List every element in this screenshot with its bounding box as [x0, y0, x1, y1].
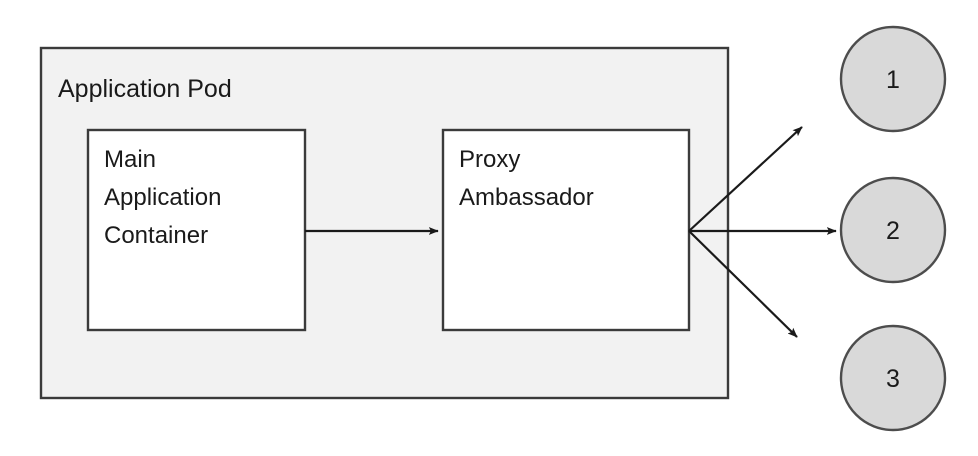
node-2-circle[interactable]: [839, 176, 947, 284]
application-pod-label: Application Pod: [58, 75, 232, 103]
edge-proxy-to-node-3-arrow: [688, 230, 798, 338]
node-3-circle[interactable]: [839, 324, 947, 432]
node-2-label: 2: [886, 217, 900, 245]
node-1-label: 1: [886, 66, 900, 94]
node-3-label: 3: [886, 365, 900, 393]
node-1-group[interactable]: 1: [839, 25, 947, 133]
edges-group: [305, 126, 837, 338]
proxy-ambassador-container-group[interactable]: Proxy Ambassador: [441, 128, 691, 332]
main-application-container-label-line-3: Container: [104, 222, 208, 249]
main-application-container-label-line-1: Main: [104, 146, 156, 173]
external-nodes-group: 1 2 3: [839, 25, 947, 432]
proxy-ambassador-container-rect[interactable]: [441, 128, 691, 332]
node-2-group[interactable]: 2: [839, 176, 947, 284]
edge-proxy-to-node-1-arrow: [688, 126, 803, 232]
main-application-container-label-line-2: Application: [104, 184, 221, 211]
proxy-ambassador-container-label-line-1: Proxy: [459, 146, 520, 173]
proxy-ambassador-container-label-line-2: Ambassador: [459, 184, 594, 211]
main-application-container-rect[interactable]: [86, 128, 307, 332]
main-application-container-group[interactable]: Main Application Container: [86, 128, 307, 332]
node-3-group[interactable]: 3: [839, 324, 947, 432]
node-1-circle[interactable]: [839, 25, 947, 133]
